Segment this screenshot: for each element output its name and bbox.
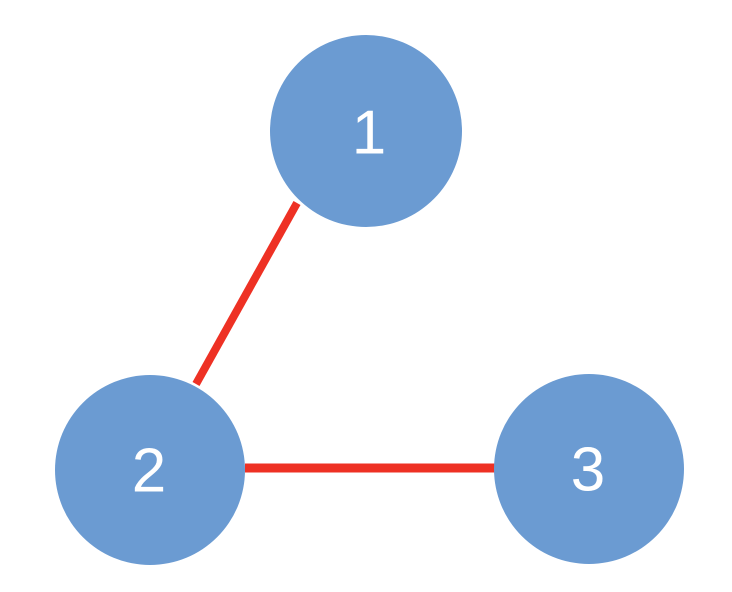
node-1-circle[interactable] [270,35,462,227]
node-1-label: 1 [352,99,386,168]
node-2-circle[interactable] [55,375,245,565]
node-1[interactable]: 1 [270,35,462,227]
node-3-label: 3 [571,436,605,505]
node-2[interactable]: 2 [55,375,245,565]
node-3-circle[interactable] [494,374,684,564]
node-2-label: 2 [132,437,166,506]
edge-layer [192,201,495,473]
node-layer: 1 2 3 [55,35,684,565]
edge-1-2[interactable] [192,201,301,386]
node-3[interactable]: 3 [494,374,684,564]
